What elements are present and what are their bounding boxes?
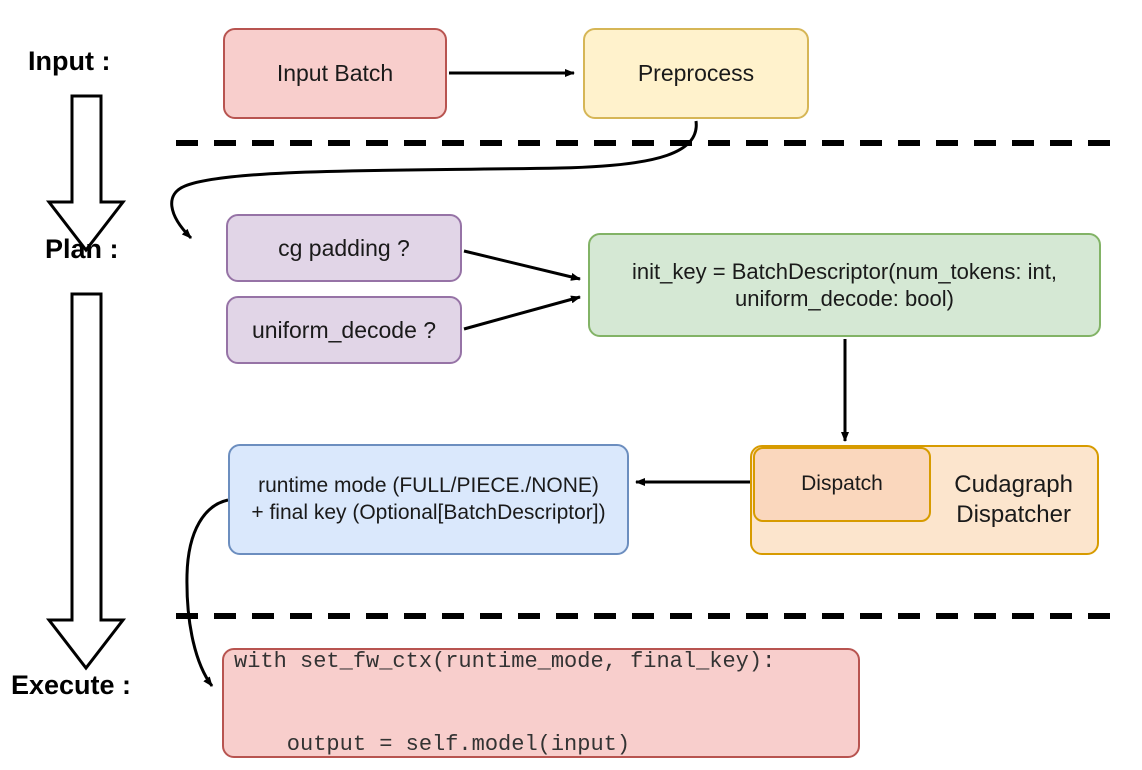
node-input-batch-label: Input Batch <box>276 60 394 87</box>
node-cudagraph-dispatcher-line2: Dispatcher <box>956 501 1071 528</box>
node-init-key[interactable]: init_key = BatchDescriptor(num_tokens: i… <box>588 233 1101 337</box>
node-exec-code-line2: output = self.model(input) <box>234 731 631 757</box>
node-uniform-decode-label: uniform_decode ? <box>251 316 437 343</box>
arrow-cg-padding-to-init-key <box>463 249 581 281</box>
node-preprocess[interactable]: Preprocess <box>583 28 809 119</box>
node-cg-padding-label: cg padding ? <box>278 234 410 261</box>
plan-to-execute-block-arrow <box>45 292 127 671</box>
arrow-uniform-decode-to-init-key <box>463 295 581 331</box>
node-cudagraph-dispatcher-line1: Cudagraph <box>954 471 1073 498</box>
stage-label-execute: Execute : <box>11 670 132 700</box>
node-init-key-line1: init_key = BatchDescriptor(num_tokens: i… <box>632 258 1057 284</box>
node-input-batch[interactable]: Input Batch <box>223 28 447 119</box>
node-runtime-mode[interactable]: runtime mode (FULL/PIECE./NONE) + final … <box>228 444 629 555</box>
node-dispatch-label: Dispatch <box>801 472 883 496</box>
node-init-key-line2: uniform_decode: bool) <box>735 286 954 311</box>
node-runtime-mode-line1: runtime mode (FULL/PIECE./NONE) <box>258 474 599 498</box>
node-cg-padding[interactable]: cg padding ? <box>226 214 462 282</box>
node-exec-code-line1: with set_fw_ctx(runtime_mode, final_key)… <box>234 649 776 674</box>
stage-label-input: Input : <box>28 46 111 76</box>
node-uniform-decode[interactable]: uniform_decode ? <box>226 296 462 364</box>
stage-label-plan: Plan : <box>45 234 119 264</box>
node-preprocess-label: Preprocess <box>637 60 755 87</box>
node-exec-code[interactable]: with set_fw_ctx(runtime_mode, final_key)… <box>222 648 860 758</box>
node-runtime-mode-line2: + final key (Optional[BatchDescriptor]) <box>251 500 606 524</box>
input-to-plan-block-arrow <box>45 94 127 253</box>
node-dispatch[interactable]: Dispatch <box>753 447 931 522</box>
